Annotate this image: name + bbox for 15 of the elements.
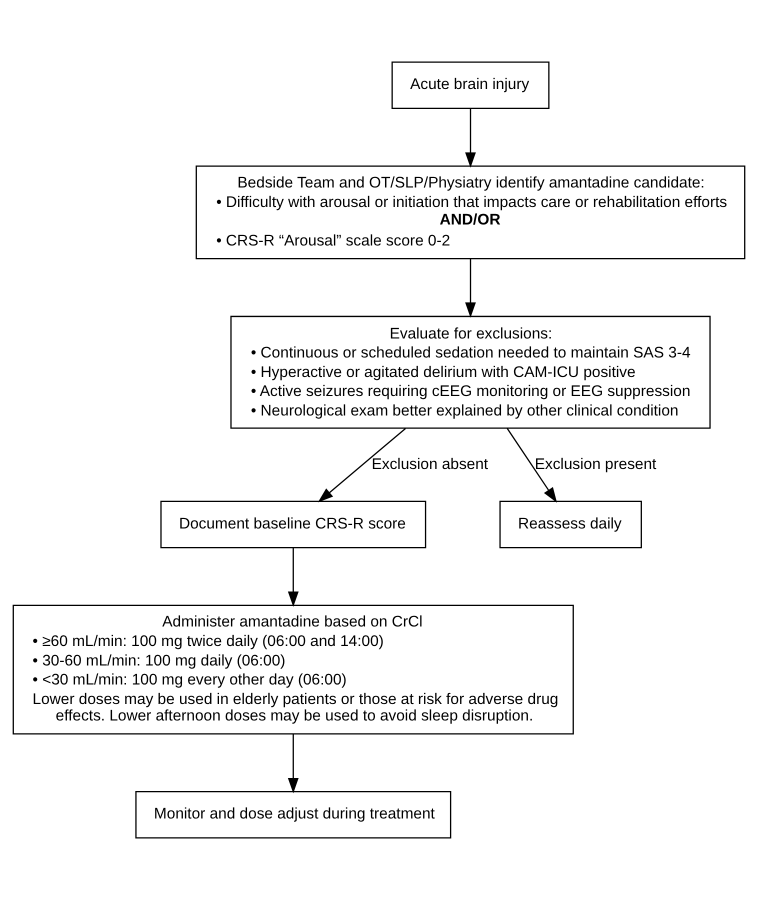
arrow (506, 428, 557, 503)
arrow (465, 108, 476, 168)
node-box: Reassess daily (499, 500, 642, 548)
node-box: Monitor and dose adjust during treatment (135, 790, 452, 838)
node-box: Acute brain injury (392, 62, 550, 110)
node-box: Administer amantadine based on CrCl • ≥60 mL/min: 100 mg twice daily (06:00 and 14:00) • 30-60 mL/min: 100 mg daily (06:00) • <30 mL/min: 100 mg every other day (06:00) Lower doses may be used in elderly patients or those at risk for adverse drug effects. Lower afternoon doses may be used to avoid sleep disruption. (12, 604, 574, 734)
edge-label: Exclusion absent (372, 456, 488, 473)
node-box: Document baseline CRS-R score (160, 500, 426, 548)
node-box: Evaluate for exclusions: • Continuous or scheduled sedation needed to maintain SAS 3-4 • Hyperactive or agitated delirium with CAM-ICU positive • Active seizures requiring cEEG monitoring or EEG suppression • Neurological exam better explained by other clinical condition (230, 316, 711, 429)
arrow (288, 548, 299, 607)
arrow (318, 428, 406, 502)
edge-label: Exclusion present (534, 456, 656, 473)
node-box: Bedside Team and OT/SLP/Physiatry identify amantadine candidate: • Difficulty with arousal or initiation that impacts care or rehabilitation efforts AND/OR • CRS-R “Arousal” scale score 0-2 (196, 166, 746, 260)
arrow (465, 258, 476, 318)
arrow (288, 734, 299, 794)
